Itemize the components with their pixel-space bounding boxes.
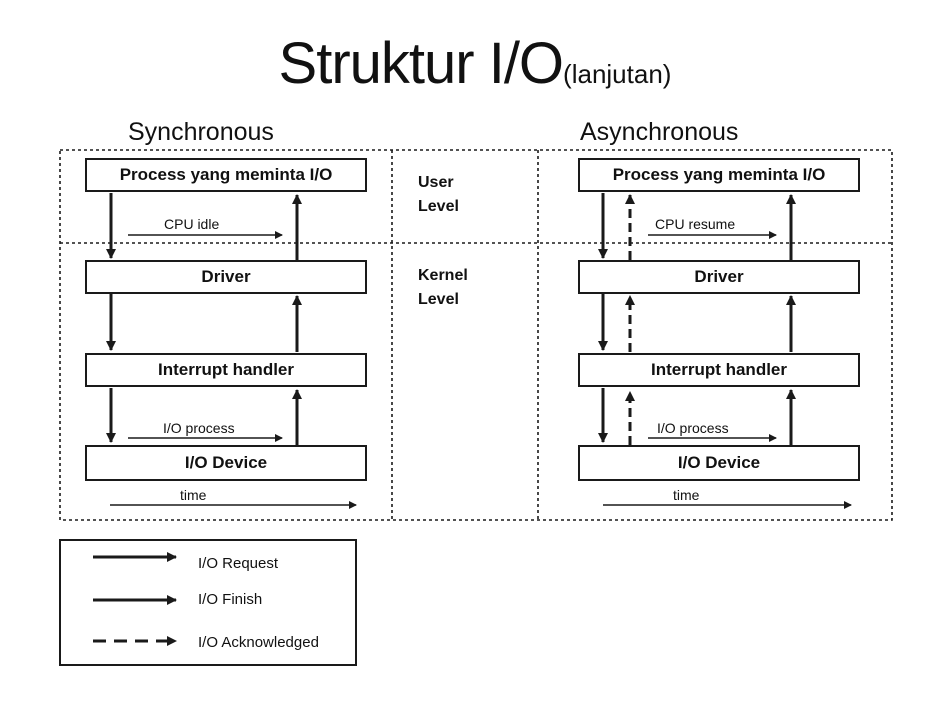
async-io-label: I/O process xyxy=(657,420,729,436)
async-time-label: time xyxy=(673,487,700,503)
async-box-driver: Driver xyxy=(578,260,860,294)
user-level-line-1: User xyxy=(418,174,454,191)
sync-box-process: Process yang meminta I/O xyxy=(85,158,367,192)
async-box-process: Process yang meminta I/O xyxy=(578,158,860,192)
title-main: Struktur I/O xyxy=(278,31,565,96)
kernel-level-line-2: Level xyxy=(418,291,459,308)
sync-time-arrows xyxy=(110,231,357,509)
dotted-frame xyxy=(59,149,893,521)
sync-box-driver: Driver xyxy=(85,260,367,294)
legend-request-label: I/O Request xyxy=(198,555,279,572)
async-box-io-device: I/O Device xyxy=(578,445,860,481)
async-heading: Asynchronous xyxy=(580,118,739,146)
sync-box-interrupt-handler: Interrupt handler xyxy=(85,353,367,387)
legend-box xyxy=(59,539,357,666)
sync-cpu-label: CPU idle xyxy=(164,216,220,232)
async-box-interrupt-handler: Interrupt handler xyxy=(578,353,860,387)
sync-time-label: time xyxy=(180,487,207,503)
sync-io-label: I/O process xyxy=(163,420,235,436)
sync-arrows xyxy=(106,193,302,445)
frame-outline xyxy=(59,149,893,521)
async-time-arrows xyxy=(603,231,852,509)
legend-lines xyxy=(93,552,177,646)
legend-ack-label: I/O Acknowledged xyxy=(198,634,319,651)
user-level-label: User Level xyxy=(418,171,459,219)
kernel-level-line-1: Kernel xyxy=(418,267,468,284)
title-subtitle: (lanjutan) xyxy=(563,59,672,89)
sync-box-io-device: I/O Device xyxy=(85,445,367,481)
slide-title: Struktur I/O(lanjutan) xyxy=(0,28,950,110)
async-cpu-label: CPU resume xyxy=(655,216,736,232)
kernel-level-label: Kernel Level xyxy=(418,264,468,312)
user-level-line-2: Level xyxy=(418,198,459,215)
sync-heading: Synchronous xyxy=(128,118,274,146)
legend-finish-label: I/O Finish xyxy=(198,591,263,608)
async-arrows xyxy=(598,193,796,445)
